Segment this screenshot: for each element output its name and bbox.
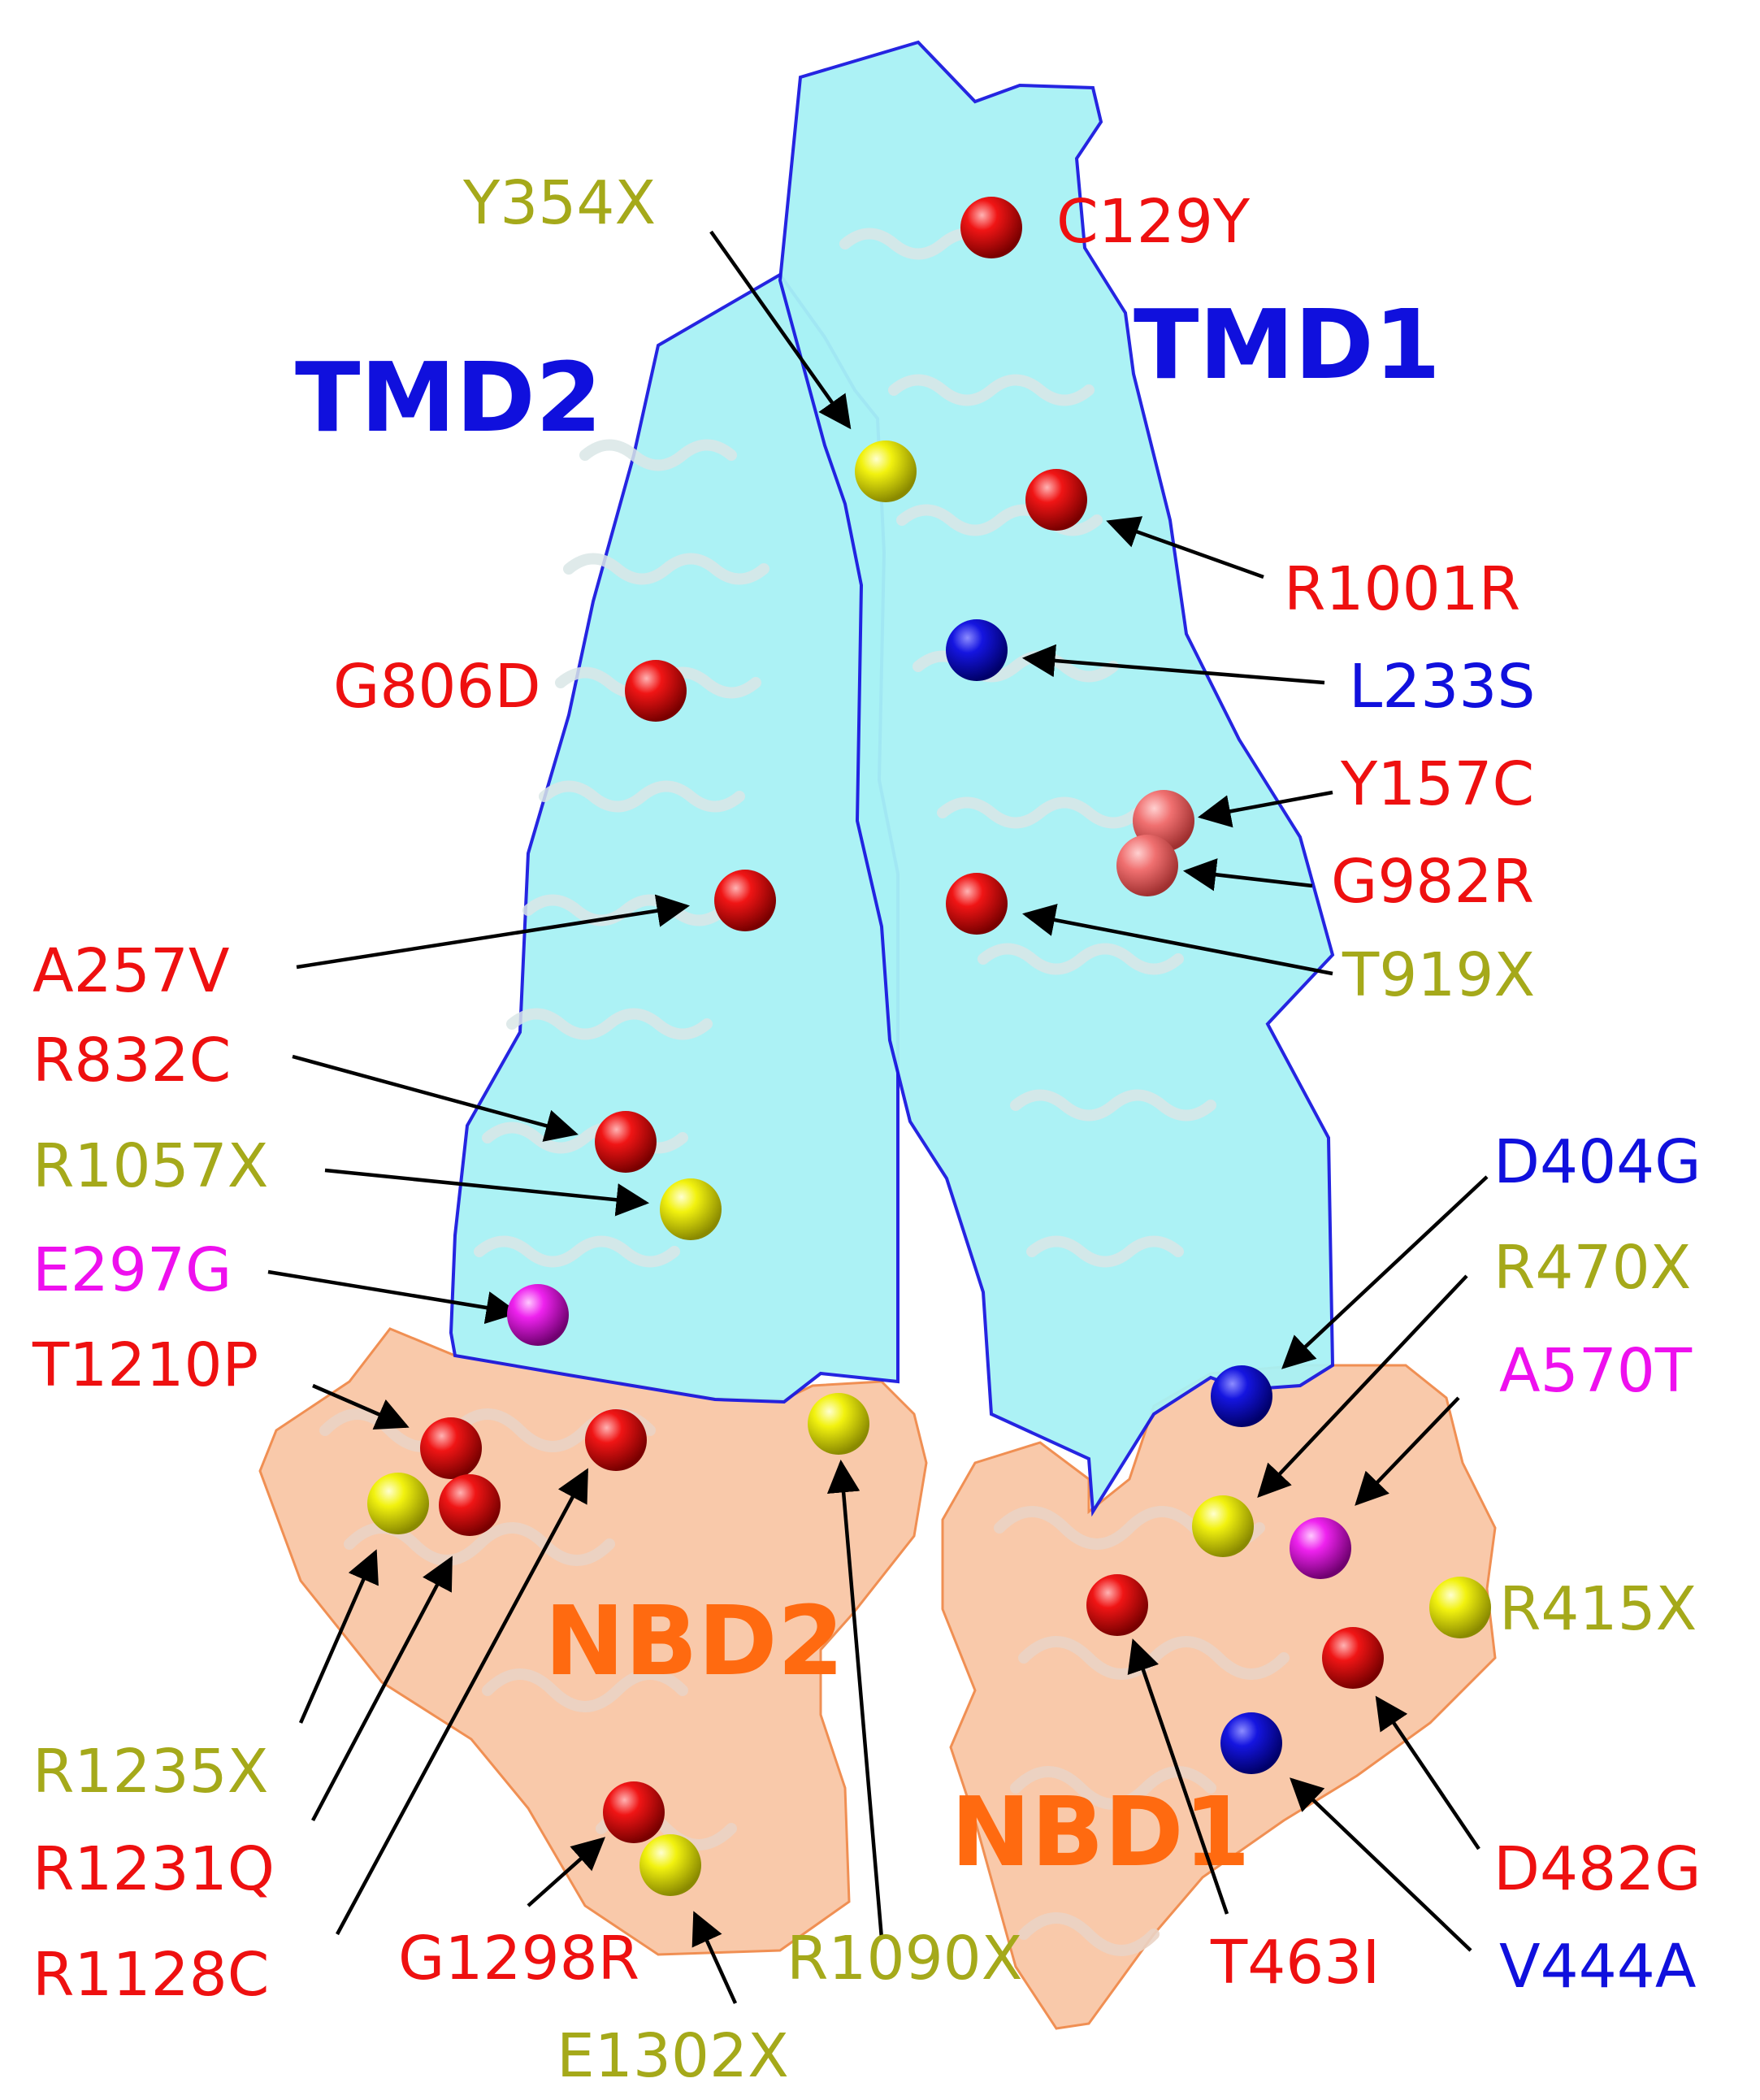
- arrow-t463i: [1127, 1638, 1229, 1915]
- sphere-r1090x: [808, 1393, 869, 1455]
- label-r415x: R415X: [1499, 1574, 1697, 1644]
- sphere-r1231q: [439, 1474, 501, 1536]
- arrow-g1298r: [527, 1837, 606, 1907]
- label-r832c: R832C: [33, 1026, 231, 1096]
- sphere-y354x: [855, 440, 917, 502]
- arrow-y157c: [1198, 790, 1333, 828]
- label-e1302x: E1302X: [557, 2021, 789, 2091]
- sphere-g806d: [625, 660, 687, 722]
- sphere-v444a: [1220, 1712, 1282, 1774]
- sphere-r470x: [1192, 1495, 1254, 1557]
- sphere-t1210p: [420, 1417, 482, 1479]
- sphere-r1001r: [1025, 469, 1087, 531]
- arrow-a257v: [296, 894, 691, 970]
- arrow-r1128c: [336, 1468, 588, 1936]
- nbd2-label: NBD2: [544, 1585, 844, 1697]
- label-a570t: A570T: [1499, 1336, 1693, 1406]
- arrow-l233s: [1021, 644, 1325, 685]
- sphere-d404g: [1211, 1365, 1272, 1427]
- arrow-t1210p: [312, 1383, 410, 1430]
- arrow-a570t: [1355, 1396, 1460, 1506]
- arrow-r470x: [1257, 1274, 1468, 1498]
- label-d404g: D404G: [1493, 1127, 1701, 1197]
- label-c129y: C129Y: [1056, 187, 1251, 257]
- label-a257v: A257V: [33, 936, 230, 1006]
- label-e297g: E297G: [33, 1235, 232, 1305]
- label-g806d: G806D: [333, 652, 541, 722]
- sphere-g982r: [1116, 835, 1178, 896]
- arrow-g982r: [1182, 858, 1313, 892]
- arrow-d482g: [1375, 1695, 1480, 1851]
- sphere-a257v: [714, 870, 776, 931]
- tmd2-label: TMD2: [295, 341, 602, 453]
- label-v444a: V444A: [1499, 1932, 1697, 2002]
- arrow-r1090x: [826, 1459, 884, 1939]
- sphere-t463i: [1086, 1574, 1148, 1636]
- mutation-spheres: [367, 197, 1491, 1896]
- arrow-r1057x: [324, 1168, 650, 1217]
- sphere-d482g: [1322, 1627, 1384, 1689]
- arrow-e1302x: [691, 1911, 738, 2004]
- sphere-c129y: [960, 197, 1022, 258]
- label-r1128c: R1128C: [33, 1940, 269, 2010]
- label-t919x: T919X: [1342, 940, 1535, 1010]
- arrow-r1001r: [1106, 516, 1264, 579]
- sphere-e1302x: [639, 1834, 701, 1896]
- arrow-v444a: [1290, 1777, 1472, 1952]
- sphere-a570t: [1290, 1517, 1351, 1579]
- label-l233s: L233S: [1349, 652, 1535, 722]
- sphere-l233s: [946, 619, 1008, 681]
- arrow-r1231q: [311, 1555, 453, 1822]
- sphere-r415x: [1429, 1577, 1491, 1638]
- mutation-labels: Y354X C129Y R1001R L233S G806D Y157C G98…: [32, 168, 1701, 2091]
- label-r1001r: R1001R: [1284, 554, 1520, 624]
- label-g982r: G982R: [1331, 847, 1534, 917]
- label-g1298r: G1298R: [398, 1924, 639, 1994]
- label-y354x: Y354X: [462, 168, 656, 238]
- sphere-r1128c: [585, 1409, 647, 1471]
- nbd1-label: NBD1: [951, 1776, 1251, 1888]
- sphere-e297g: [507, 1284, 569, 1346]
- label-d482g: D482G: [1493, 1834, 1701, 1904]
- arrow-t919x: [1022, 904, 1333, 976]
- label-t1210p: T1210P: [32, 1330, 258, 1400]
- sphere-r1057x: [660, 1178, 722, 1240]
- arrows: [267, 230, 1489, 2004]
- label-y157c: Y157C: [1340, 749, 1534, 819]
- arrow-r832c: [292, 1054, 579, 1142]
- arrow-r1235x: [298, 1549, 379, 1724]
- label-t463i: T463I: [1210, 1928, 1380, 1998]
- arrow-y354x: [709, 230, 852, 430]
- sphere-r832c: [595, 1111, 657, 1173]
- tmd1-region: [778, 40, 1335, 1517]
- tmd1-label: TMD1: [1134, 289, 1441, 401]
- arrow-d404g: [1281, 1175, 1489, 1369]
- label-r1231q: R1231Q: [33, 1834, 275, 1904]
- sphere-g1298r: [603, 1781, 665, 1843]
- sphere-t919x: [946, 873, 1008, 935]
- label-r1057x: R1057X: [33, 1131, 268, 1201]
- arrow-e297g: [267, 1269, 519, 1325]
- sphere-r1235x: [367, 1473, 429, 1534]
- label-r1235x: R1235X: [33, 1737, 268, 1807]
- label-r1090x: R1090X: [787, 1924, 1022, 1994]
- label-r470x: R470X: [1493, 1233, 1691, 1303]
